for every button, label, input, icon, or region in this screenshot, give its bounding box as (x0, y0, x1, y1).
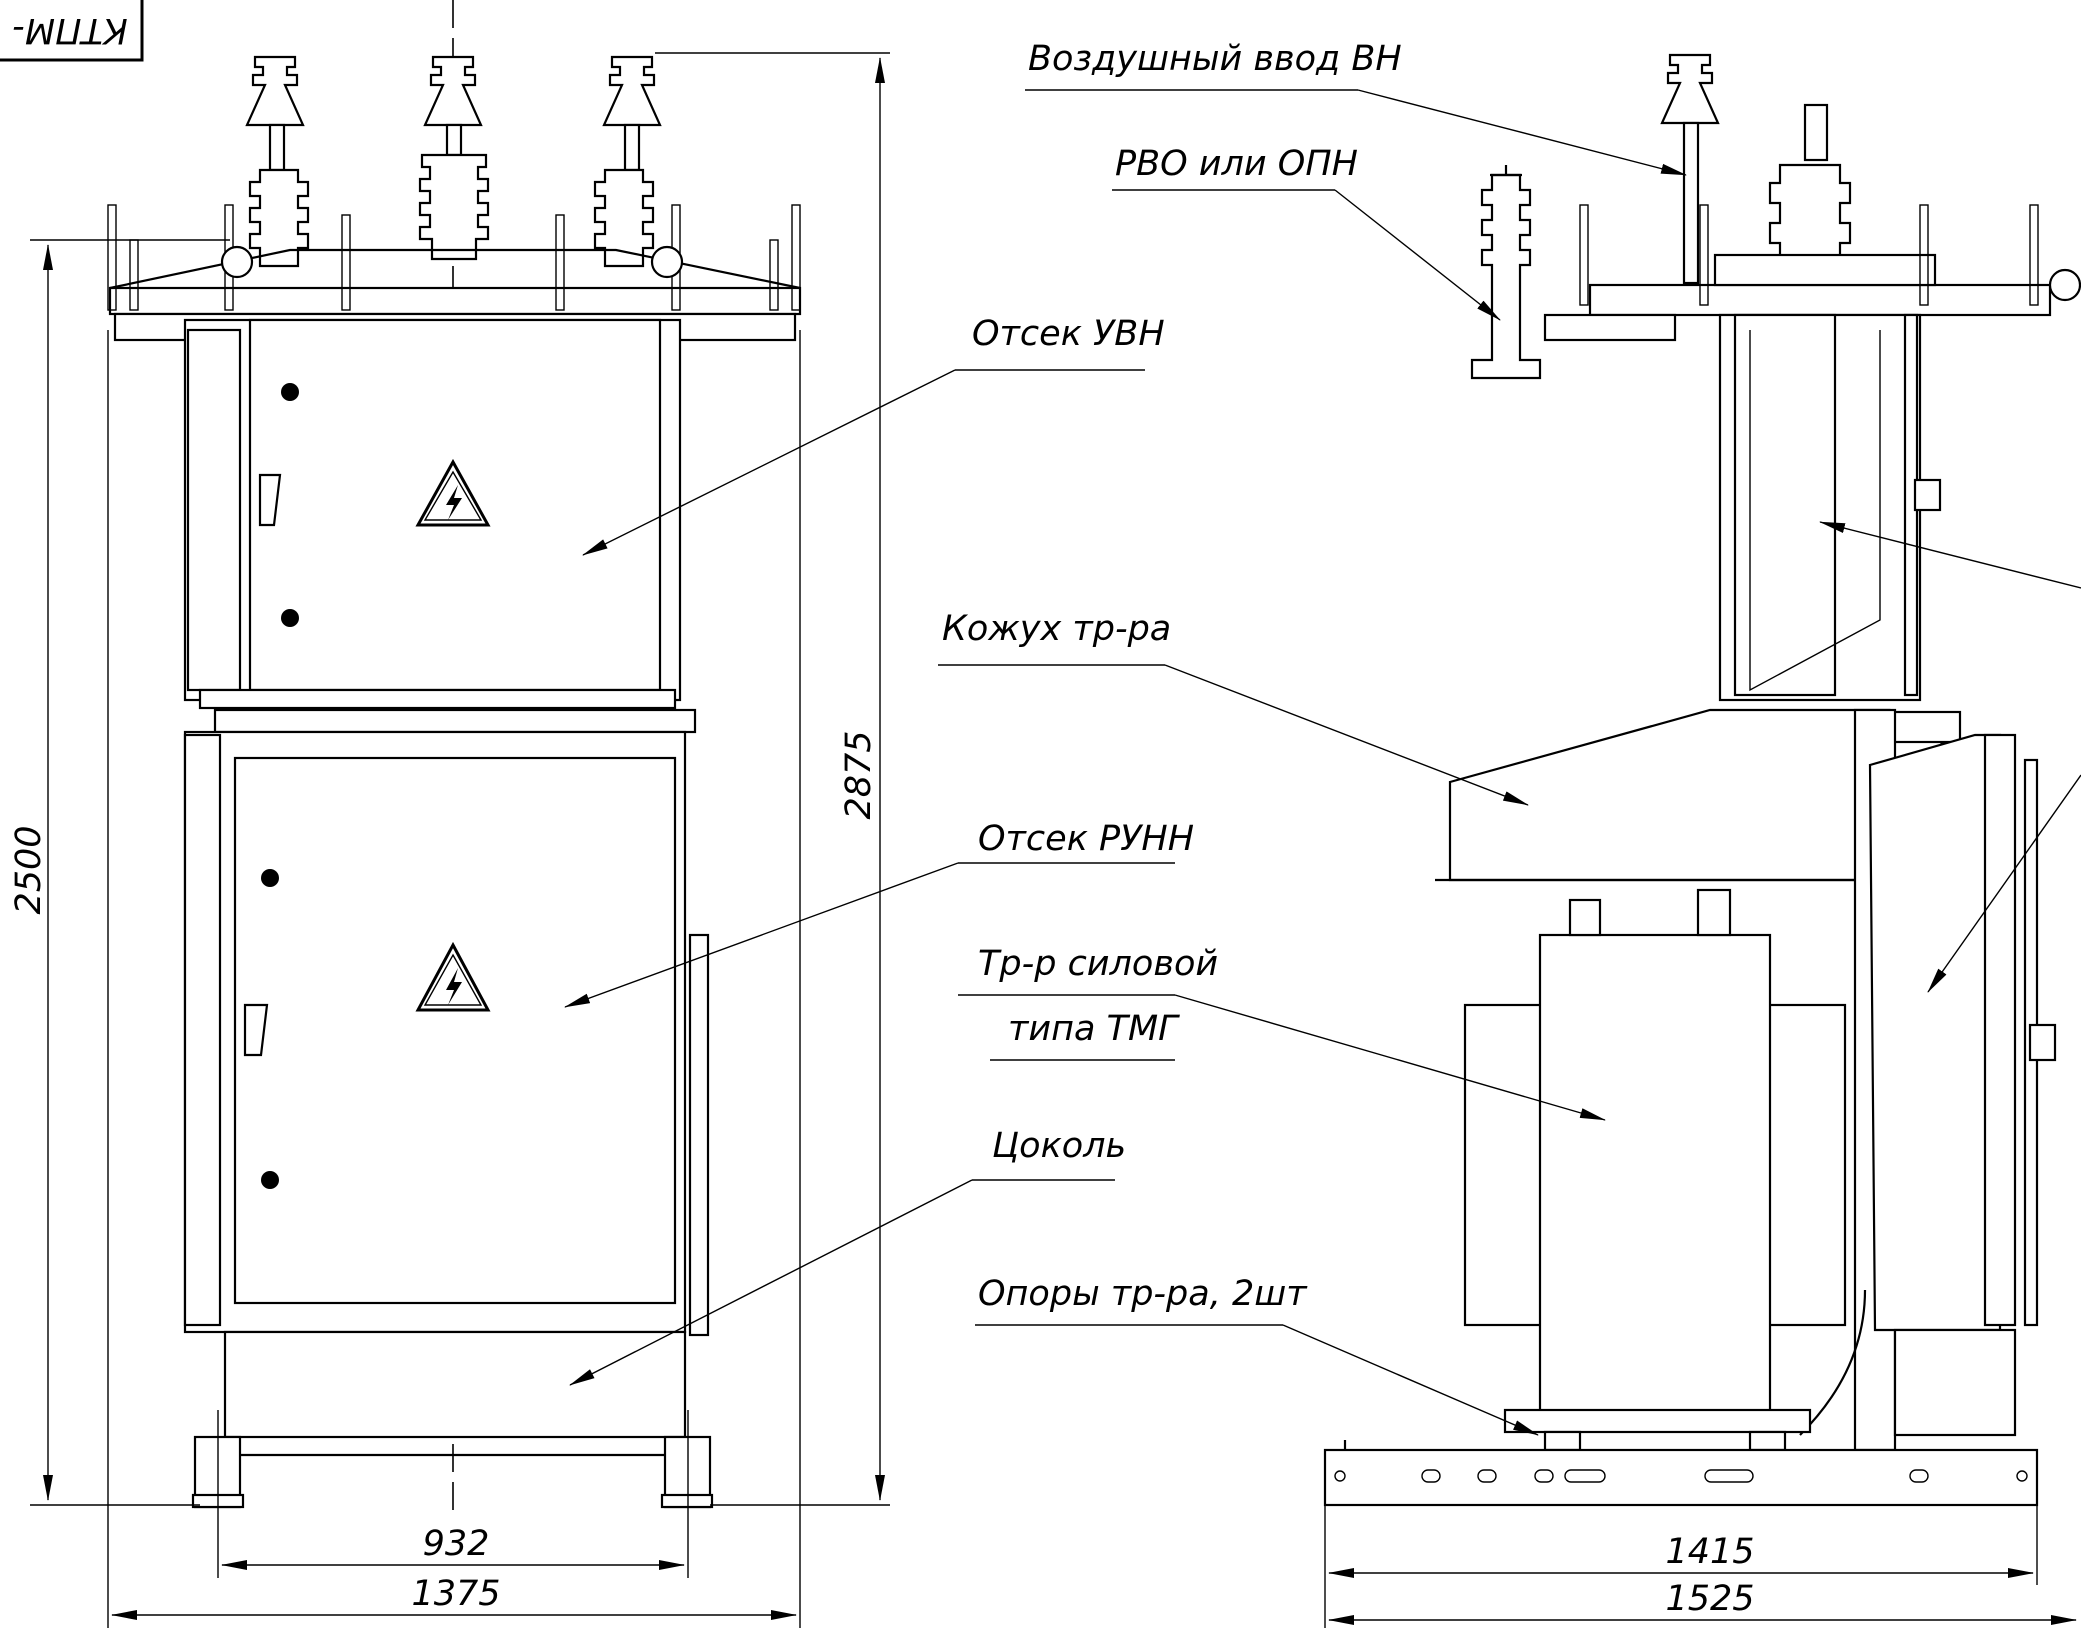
callout-air-input: Воздушный ввод ВН (1025, 39, 1687, 176)
middle-frame-front (213, 708, 697, 734)
runn-compartment-side (1853, 708, 2057, 1452)
high-voltage-warning-icon-runn (415, 941, 491, 1012)
title-block: КТПМ- (0, 0, 144, 62)
label-uvn-compartment: Отсек УВН (972, 314, 1165, 354)
title-block-code: КТПМ- (12, 10, 127, 50)
label-rvo-opn: РВО или ОПН (1115, 144, 1358, 184)
label-transformer-line1: Тр-р силовой (978, 944, 1218, 984)
dimension-side-inner-width-value: 1415 (1665, 1532, 1754, 1572)
callout-uvn-compartment: Отсек УВН (582, 314, 1165, 556)
front-view: 2500 2875 932 1375 (9, 0, 890, 1628)
callout-transformer-casing: Кожух тр-ра (938, 609, 1529, 806)
label-air-input: Воздушный ввод ВН (1028, 39, 1402, 79)
power-transformer-side (1463, 888, 1867, 1452)
high-voltage-warning-icon-uvn (415, 458, 491, 527)
side-view: 1415 1525 (1323, 53, 2081, 1628)
dimension-front-inner-width: 932 (217, 1410, 689, 1578)
dimension-front-total-width: 1375 (107, 330, 801, 1628)
side-top-structures (1470, 53, 2081, 380)
label-transformer-line2: типа ТМГ (1008, 1009, 1180, 1049)
roof-frame-front (107, 204, 802, 342)
dimension-side-total-width: 1525 (1328, 1579, 2077, 1625)
uvn-compartment-front (183, 318, 682, 710)
dimension-front-height-value: 2500 (9, 825, 49, 914)
callout-plinth: Цоколь (569, 1126, 1126, 1386)
dimension-front-total-height-value: 2875 (839, 730, 879, 819)
label-transformer-casing: Кожух тр-ра (942, 609, 1171, 649)
runn-compartment-front (183, 730, 710, 1337)
label-transformer-supports: Опоры тр-ра, 2шт (978, 1274, 1308, 1314)
label-runn-compartment: Отсек РУНН (978, 819, 1194, 859)
callout-runn-compartment: Отсек РУНН (564, 819, 1194, 1008)
callouts: Воздушный ввод ВН РВО или ОПН Отсек УВН … (564, 39, 2081, 1436)
hv-bushings-front (245, 55, 662, 268)
callout-transformer-supports: Опоры тр-ра, 2шт (975, 1274, 1539, 1436)
dimension-front-total-height: 2875 (655, 52, 890, 1506)
uvn-compartment-side (1718, 313, 1942, 702)
dimension-side-inner-width: 1415 (1324, 1505, 2038, 1628)
callout-power-transformer: Тр-р силовой типа ТМГ (958, 944, 1606, 1121)
base-frame-side (1323, 1440, 2039, 1507)
plinth-front (191, 1330, 714, 1509)
dimension-front-height: 2500 (9, 239, 230, 1506)
dimension-front-inner-width-value: 932 (423, 1524, 490, 1564)
label-plinth: Цоколь (992, 1126, 1126, 1166)
dimension-side-total-width-value: 1525 (1665, 1579, 1754, 1619)
callout-rvo-opn: РВО или ОПН (1112, 144, 1501, 321)
dimension-front-total-width-value: 1375 (411, 1574, 500, 1614)
